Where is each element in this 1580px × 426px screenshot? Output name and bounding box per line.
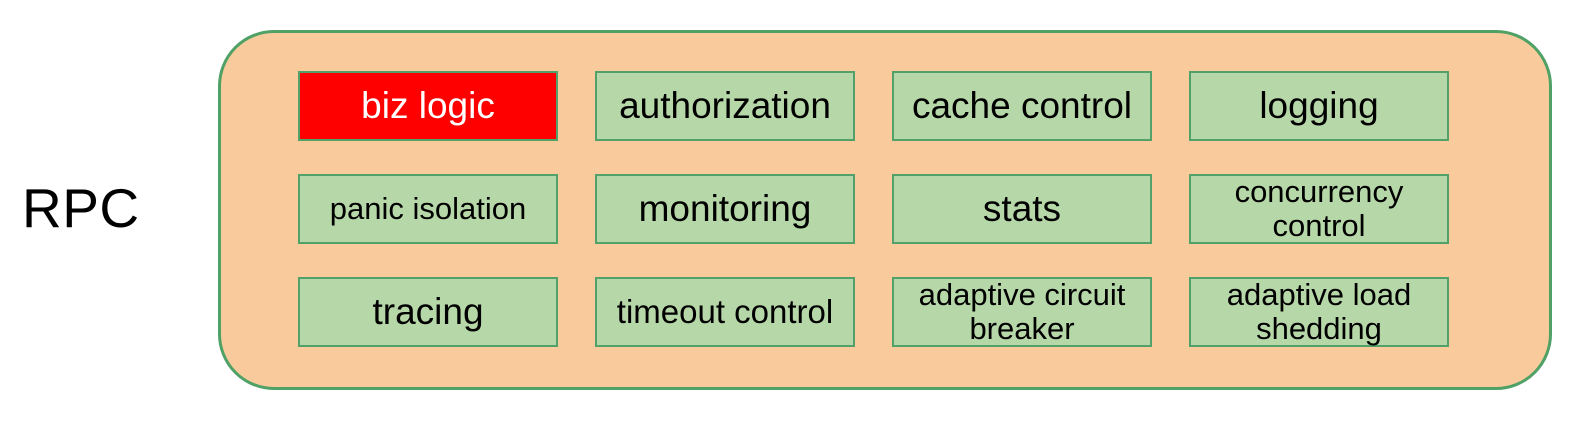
box-stats: stats (892, 174, 1152, 244)
rpc-title: RPC (22, 177, 140, 239)
box-logging: logging (1189, 71, 1449, 141)
box-monitoring: monitoring (595, 174, 855, 244)
middleware-grid: biz logic authorization cache control lo… (298, 71, 1449, 347)
box-adaptive-load-shedding: adaptive load shedding (1189, 277, 1449, 347)
box-biz-logic: biz logic (298, 71, 558, 141)
box-tracing: tracing (298, 277, 558, 347)
box-adaptive-circuit-breaker: adaptive circuit breaker (892, 277, 1152, 347)
rpc-middleware-container: biz logic authorization cache control lo… (218, 30, 1552, 390)
box-panic-isolation: panic isolation (298, 174, 558, 244)
box-cache-control: cache control (892, 71, 1152, 141)
box-authorization: authorization (595, 71, 855, 141)
box-timeout-control: timeout control (595, 277, 855, 347)
box-concurrency-control: concurrency control (1189, 174, 1449, 244)
